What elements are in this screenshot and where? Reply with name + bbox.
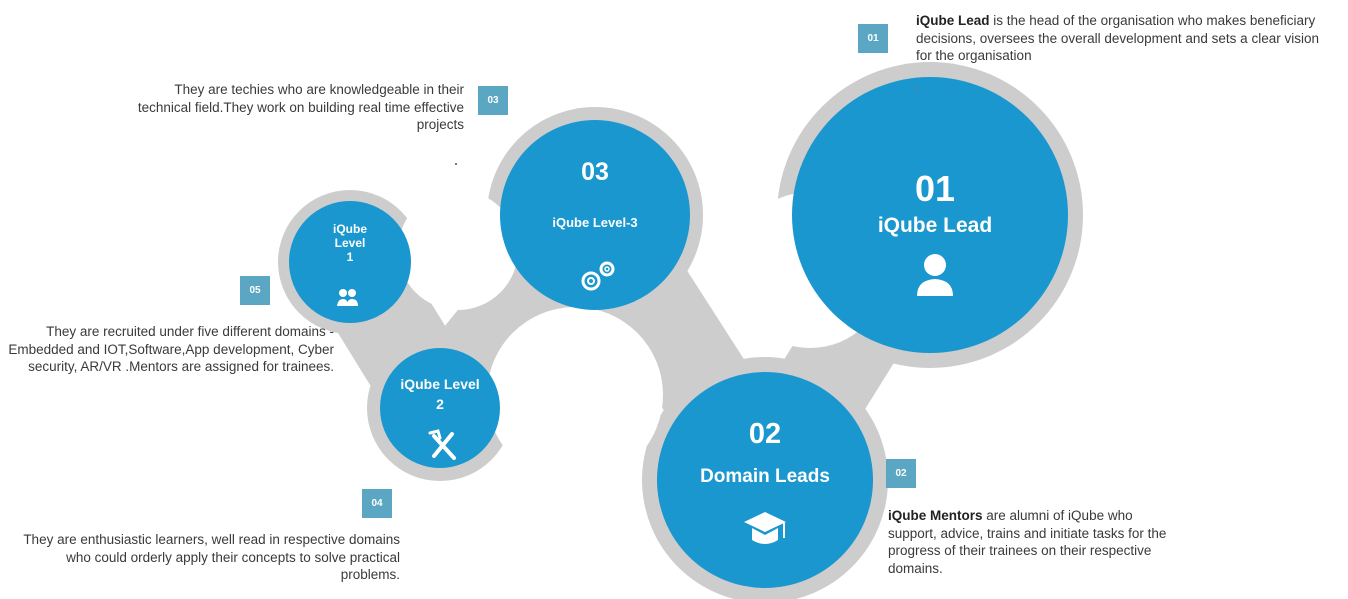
node-level3-title: iQube Level-3 [552,215,638,230]
node-level1-circle [289,201,411,323]
node-level2-title: iQube Level 2 [395,374,485,414]
gears-icon [581,261,615,291]
node-lead-title: iQube Lead [877,214,993,237]
node-level2-circle [380,348,500,468]
graduation-cap-icon [744,512,786,544]
node-domain-leads-title: Domain Leads [700,466,830,487]
node-level1-title: iQube Level 1 [315,222,385,264]
tools-icon [428,429,456,460]
description-05: They are recruited under five different … [8,324,334,374]
badge-03: 03 [478,86,508,115]
description-03: They are techies who are knowledgeable i… [137,82,464,132]
description-04: They are enthusiastic learners, well rea… [23,532,400,582]
node-level3-number: 03 [581,158,609,186]
node-domain-leads-number: 02 [748,418,782,450]
description-02: iQube Mentors are alumni of iQube who su… [888,507,1178,577]
description-02-bold: iQube Mentors [888,508,983,523]
description-01: iQube Lead is the head of the organisati… [916,12,1336,65]
user-icon [917,254,953,296]
badge-04: 04 [362,489,392,518]
badge-05: 05 [240,276,270,305]
node-level3-circle [500,120,690,310]
node-lead-number: 01 [914,168,956,209]
node-level2-title-line2: 2 [436,396,444,412]
node-level1-title-line2: Level [334,236,366,250]
node-level1-title-line3: 1 [346,250,354,264]
badge-02: 02 [886,459,916,488]
description-01-bold: iQube Lead [916,13,990,28]
decorative-dot [455,163,457,165]
node-lead-circle [792,77,1068,353]
node-level1-title-line1: iQube [332,222,367,236]
node-domain-leads-circle [657,372,873,588]
badge-01: 01 [858,24,888,53]
node-level2-title-line1: iQube Level [400,376,480,392]
group-icon [337,289,358,306]
decorative-dot [916,89,918,91]
description-02-text: are alumni of iQube who support, advice,… [888,508,1167,576]
description-01-text: is the head of the organisation who make… [916,13,1319,63]
